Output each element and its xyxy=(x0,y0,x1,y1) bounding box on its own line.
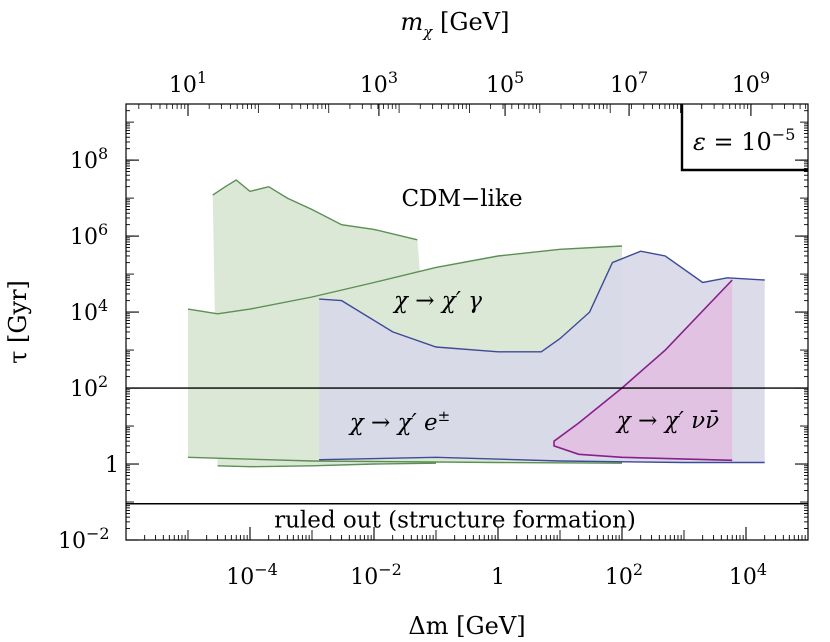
gamma-upper-curve xyxy=(187,245,623,315)
ruled-out-label: ruled out (structure formation) xyxy=(274,508,636,534)
y-tick-label-2: 102 xyxy=(70,372,108,402)
epsilon-box xyxy=(680,104,808,172)
shaded-regions xyxy=(187,179,765,468)
y-tick-label-5: 108 xyxy=(70,144,108,174)
x-tick-label-1: 10−2 xyxy=(350,560,402,590)
cdm-lower-curve xyxy=(217,462,437,468)
gamma-lower-curve xyxy=(187,456,623,464)
x-tick-label-0: 10−4 xyxy=(226,560,278,590)
y-tick-label-1: 1 xyxy=(105,453,119,478)
gamma-channel-label: χ → χ′ γ xyxy=(392,288,482,314)
cdm-like-label: CDM−like xyxy=(401,186,522,212)
y-tick-label-0: 10−2 xyxy=(58,524,110,554)
y-tick-label-3: 104 xyxy=(70,296,108,326)
x-tick-label-3: 102 xyxy=(605,560,643,590)
electron-upper-curve xyxy=(319,250,765,353)
plot-frame xyxy=(125,103,809,541)
y-axis-label: τ [Gyr] xyxy=(4,280,32,364)
x2-tick-label-2: 105 xyxy=(486,68,524,98)
plot-border xyxy=(125,103,809,541)
x-tick-label-2: 1 xyxy=(491,565,505,590)
epsilon-label: ε = 10−5 xyxy=(693,125,795,156)
x2-tick-label-4: 109 xyxy=(732,68,770,98)
axis-ticks: 10−4 10−2 1 102 104 101 103 105 107 109 10−2 1 102 10… xyxy=(58,68,808,590)
electron-lower-curve xyxy=(319,456,765,464)
x2-tick-label-3: 107 xyxy=(610,68,648,98)
x2-tick-label-0: 101 xyxy=(169,68,207,98)
x2-axis-label: mχ [GeV] xyxy=(401,8,510,41)
y-tick-label-4: 106 xyxy=(70,220,108,250)
annotation-labels: ruled out (structure formation) Δm [GeV] m… xyxy=(4,8,795,640)
reference-lines xyxy=(126,387,808,505)
x-tick-label-4: 104 xyxy=(729,560,767,590)
x2-tick-label-1: 103 xyxy=(360,68,398,98)
x-axis-label: Δm [GeV] xyxy=(408,612,525,640)
neutrino-boundary-curve xyxy=(553,279,733,462)
cdm-upper-curve xyxy=(212,179,418,241)
neutrino-channel-label: χ → χ′ νν̄ xyxy=(615,408,719,434)
electron-channel-label: χ → χ′ e± xyxy=(348,407,451,436)
